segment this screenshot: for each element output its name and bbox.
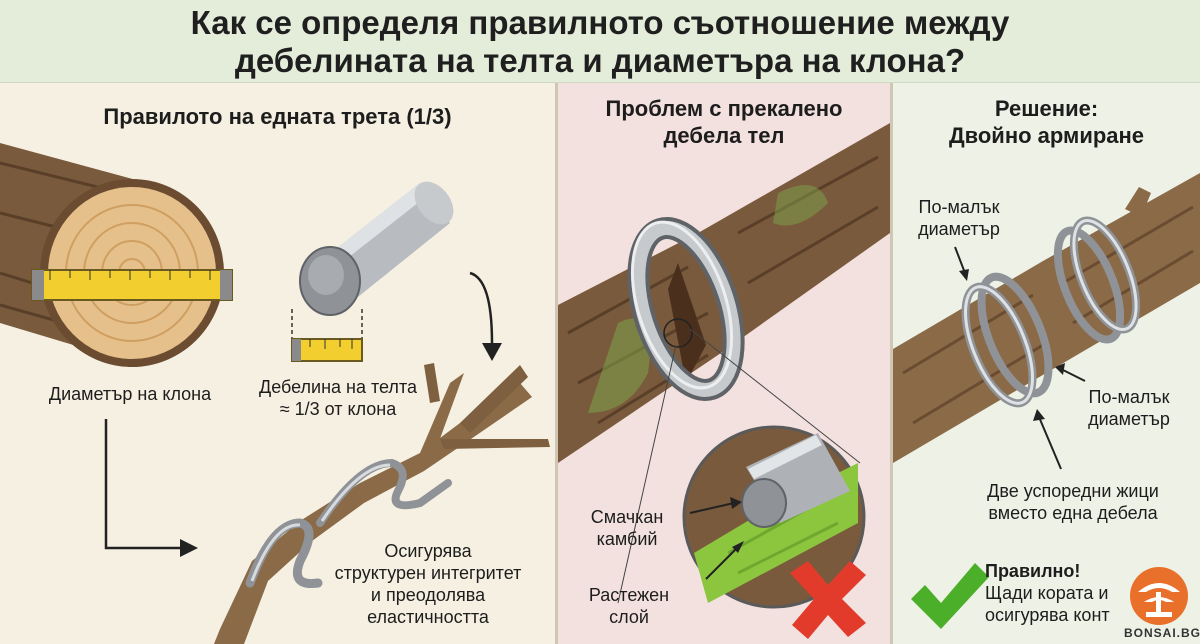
crushed-cambium-label-line2: камбий [596,529,658,549]
result-label-line1: Осигурява [384,541,472,561]
double-wired-branch-illustration [893,173,1200,463]
panel-rule-heading: Правилото на едната трета (1/3) [103,104,452,129]
panel-problem-illustration [558,123,890,639]
title-banner: Как се определя правилното съотношение м… [0,0,1200,83]
panel-thick-wire-problem: Проблем с прекалено дебела тел Смачкан к… [558,83,890,644]
arrow-wire-to-branch-icon [469,271,502,361]
panel-rule-illustration [0,143,550,644]
panel-solution-heading-line2: Двойно армиране [948,123,1145,148]
wire-cylinder-icon [299,181,454,316]
page-title-line1: Как се определя правилното съотношение м… [190,4,1010,41]
stretched-layer-label-line2: слой [609,607,649,627]
panel-double-wiring-solution: Решение: Двойно армиране По-малък диамет… [893,83,1200,644]
parallel-wires-label-line1: Две успоредни жици [987,481,1159,501]
bonsai-logo: BONSAI.BG [1124,566,1200,642]
correct-label-title: Правилно! [985,561,1081,581]
correct-label-line2: Щади кората и [985,583,1109,603]
stretched-layer-label-line1: Растежен [588,585,670,605]
result-label-line2: структурен интегритет [334,563,522,583]
pointer-arrows-icon [689,497,744,580]
branch-measuring-tape-icon [31,269,233,301]
parallel-wires-label-line2: вместо една дебела [988,503,1158,523]
wire-thickness-label-line2: ≈ 1/3 от клона [279,399,397,419]
panel-solution-heading-line1: Решение: [994,96,1099,121]
page-title-line2: дебелината на телта и диаметъра на клона… [234,42,966,79]
callout-arrows-icon [954,246,1086,470]
smaller-diameter-top-line2: диаметър [918,219,1000,239]
bonsai-tree-logo-icon [1130,567,1188,625]
branch-diameter-label: Диаметър на клона [48,384,212,404]
smaller-diameter-right-line2: диаметър [1088,409,1170,429]
cambium-detail-magnifier [682,425,866,609]
wired-branch-illustration [214,363,550,644]
panel-divider [890,83,893,644]
crushed-cambium-label-line1: Смачкан [590,507,664,527]
result-label-line3: и преодолява [370,585,486,605]
smaller-diameter-top-line1: По-малък [918,197,1000,217]
correct-label-line3: осигурява конт [985,605,1110,625]
log-illustration [0,143,224,367]
panel-problem-heading-line1: Проблем с прекалено [605,96,843,121]
panel-solution-illustration [893,173,1200,629]
logo-text: BONSAI.BG [1124,626,1200,640]
smaller-diameter-right-line1: По-малък [1088,387,1170,407]
wire-measuring-tape-icon [291,309,363,362]
wire-thickness-label-line1: Дебелина на телта [259,377,417,397]
panel-one-third-rule: Правилото на едната трета (1/3) Диаметър… [0,83,555,644]
arrow-diameter-to-result-icon [104,419,198,557]
thick-wired-branch-illustration [558,123,890,604]
panel-problem-heading-line2: дебела тел [663,123,785,148]
panel-divider [555,83,558,644]
result-label-line4: еластичността [367,607,489,627]
check-mark-icon [911,563,989,629]
cross-mark-icon [790,561,866,639]
